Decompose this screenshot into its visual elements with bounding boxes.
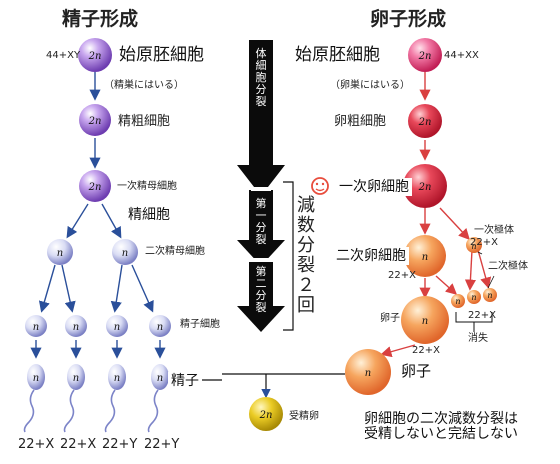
first-polar-label: 一次極体 — [474, 225, 514, 236]
sperm-cell-callout: 精細胞 — [125, 206, 173, 224]
vanish-bracket — [455, 312, 493, 332]
egg-primordial-label: 始原胚細胞 — [292, 45, 383, 66]
secondary-spermatocyte-cell-1 — [47, 239, 73, 265]
second-polar-karyotype: 22+X — [468, 310, 496, 321]
note-line-1: 卵細胞の二次減数分裂は — [364, 411, 518, 427]
egg-cell — [345, 349, 391, 395]
primary-spermatocyte-label: 一次精母細胞 — [117, 181, 177, 192]
mark-n: n — [57, 248, 63, 259]
mark-2n: 2n — [88, 51, 102, 62]
spermatogonium-cell — [79, 104, 111, 136]
zygote-cell — [249, 397, 283, 431]
egg-karyotype: 44+XX — [444, 50, 479, 61]
mark-n: n — [33, 373, 39, 384]
sperm-enter-note: （精巣にはいる） — [104, 80, 184, 91]
mark-n: n — [471, 242, 476, 251]
primary-oocyte-cell — [403, 164, 447, 208]
mark-n: n — [365, 368, 371, 379]
spermatid-cell-4 — [149, 315, 171, 337]
oogonium-label: 卵粗細胞 — [334, 114, 387, 129]
secondary-oocyte-cell — [404, 235, 446, 277]
mark-n: n — [73, 322, 79, 333]
sperm-karyotype-4: 22+Y — [144, 437, 180, 452]
second-polar-pointer — [487, 275, 495, 289]
oogonium-cell — [408, 104, 442, 138]
mark-n: n — [455, 297, 460, 306]
spermatid-cell-2 — [65, 315, 87, 337]
spermatogonium-label: 精粗細胞 — [118, 114, 171, 129]
second-polar-body-3 — [483, 288, 497, 302]
mark-n: n — [471, 293, 476, 302]
egg-primordial-cell — [408, 38, 442, 72]
mark-n: n — [114, 322, 120, 333]
first-division-label: 第一分裂 — [255, 197, 267, 246]
sperm-head-4 — [151, 364, 169, 390]
second-polar-body-2 — [467, 290, 481, 304]
smiley-icon — [311, 177, 329, 195]
sperm-label: 精子 — [168, 372, 202, 390]
incomplete-division-note: 卵細胞の二次減数分裂は 受精しないと完結しない — [336, 410, 522, 445]
first-polar-body — [466, 237, 482, 253]
second-polar-label: 二次極体 — [488, 261, 528, 272]
secondary-spermatocyte-label: 二次精母細胞 — [145, 246, 205, 257]
second-division-label: 第二分裂 — [255, 265, 267, 314]
mark-2n: 2n — [259, 410, 273, 421]
sperm-karyotype-1: 22+X — [18, 437, 55, 452]
sperm-arrows — [30, 72, 166, 359]
mark-n: n — [73, 373, 79, 384]
sperm-primordial-label: 始原胚細胞 — [116, 45, 207, 66]
sperm-head-3 — [108, 364, 126, 390]
mark-n: n — [157, 373, 163, 384]
sperm-head-2 — [67, 364, 85, 390]
secondary-oocyte-karyotype: 22+X — [388, 270, 416, 281]
ovum-karyotype: 22+X — [412, 345, 440, 356]
mark-2n: 2n — [418, 51, 432, 62]
second-polar-body-1 — [451, 294, 465, 308]
egg-arrows — [380, 72, 492, 358]
secondary-spermatocyte-cell-2 — [112, 239, 138, 265]
sperm-primordial-cell — [78, 38, 112, 72]
sperm-tails — [23, 389, 159, 433]
meiosis-twice-note: 減数分裂２回 — [297, 195, 315, 316]
small-ovum-cell — [401, 296, 449, 344]
mark-n: n — [122, 248, 128, 259]
mark-n: n — [157, 322, 163, 333]
sperm-karyotype: 44+XY — [46, 50, 81, 61]
small-ovum-label: 卵子 — [380, 313, 400, 324]
sperm-side-title: 精子形成 — [62, 8, 139, 30]
primary-oocyte-label: 一次卵細胞 — [336, 178, 412, 196]
sperm-head-1 — [27, 364, 45, 390]
sperm-karyotype-3: 22+Y — [102, 437, 138, 452]
mark-n: n — [422, 316, 428, 327]
mark-n: n — [487, 291, 492, 300]
first-polar-karyotype: 22+X — [470, 237, 498, 248]
mark-n: n — [33, 322, 39, 333]
mark-2n: 2n — [88, 116, 102, 127]
mark-n: n — [422, 252, 428, 263]
egg-side-title: 卵子形成 — [370, 8, 447, 30]
egg-enter-note: （卵巣にはいる） — [330, 80, 410, 91]
mark-2n: 2n — [418, 117, 432, 128]
somatic-division-label: 体細胞分裂 — [255, 47, 267, 108]
spermatid-label: 精子細胞 — [180, 319, 220, 330]
sperm-karyotype-2: 22+X — [60, 437, 97, 452]
spermatid-cell-1 — [25, 315, 47, 337]
egg-label: 卵子 — [398, 362, 435, 381]
mark-2n: 2n — [418, 182, 432, 193]
mark-2n: 2n — [88, 182, 102, 193]
primary-spermatocyte-cell — [79, 170, 111, 202]
secondary-oocyte-label: 二次卵細胞 — [333, 247, 409, 265]
vanish-label: 消失 — [468, 333, 488, 344]
zygote-label: 受精卵 — [289, 411, 319, 422]
mark-n: n — [114, 373, 120, 384]
spermatid-cell-3 — [106, 315, 128, 337]
note-line-2: 受精しないと完結しない — [364, 426, 518, 443]
meiosis-bracket — [283, 181, 294, 331]
center-division-arrow — [237, 40, 285, 332]
